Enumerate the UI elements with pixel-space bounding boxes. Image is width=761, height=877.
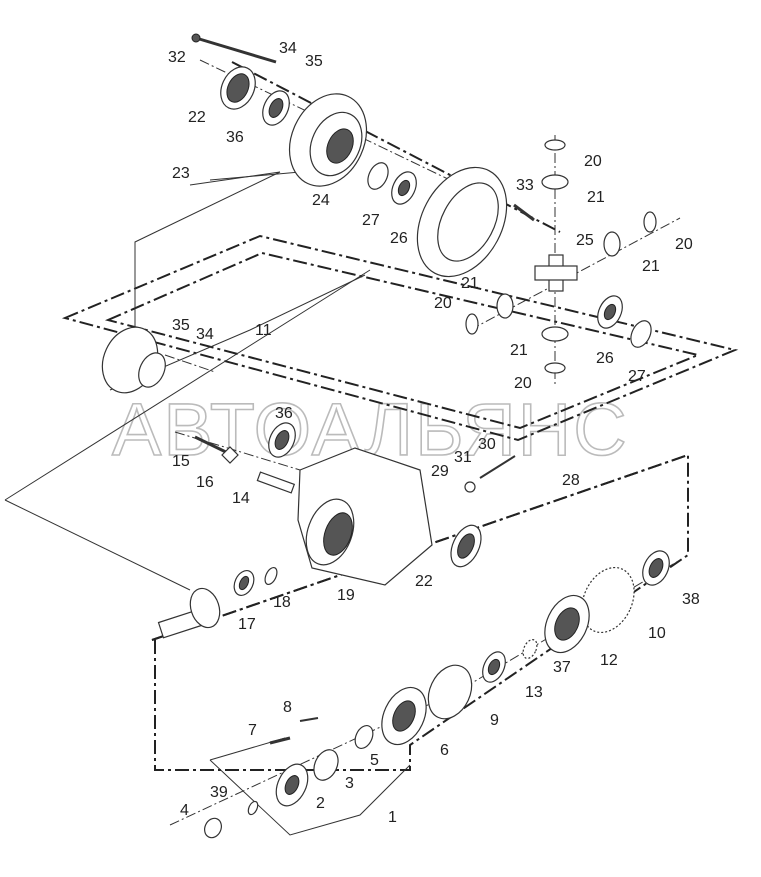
callout-27-top: 27 bbox=[362, 212, 380, 229]
part-bolt-32 bbox=[191, 33, 277, 64]
callout-37: 37 bbox=[553, 659, 571, 676]
callout-4: 4 bbox=[180, 802, 189, 819]
callout-31: 31 bbox=[454, 449, 472, 466]
part-diff-case-half-left bbox=[101, 326, 166, 394]
leader-23 bbox=[134, 171, 281, 340]
callout-29: 29 bbox=[431, 463, 449, 480]
callout-20-left: 20 bbox=[434, 295, 452, 312]
part-cage-12 bbox=[544, 594, 590, 654]
callout-34-left: 34 bbox=[196, 326, 214, 343]
callout-7: 7 bbox=[248, 722, 257, 739]
callout-36-top: 36 bbox=[226, 129, 244, 146]
callout-11: 11 bbox=[255, 322, 272, 339]
callout-22-mid: 22 bbox=[415, 573, 433, 590]
callout-13: 13 bbox=[525, 684, 543, 701]
callout-16: 16 bbox=[196, 474, 214, 491]
callout-30: 30 bbox=[478, 436, 496, 453]
callout-18: 18 bbox=[273, 594, 291, 611]
callout-12: 12 bbox=[600, 652, 618, 669]
part-thrust-washer-27-top bbox=[367, 162, 389, 190]
callout-33: 33 bbox=[516, 177, 534, 194]
callout-1: 1 bbox=[388, 809, 397, 826]
callout-25: 25 bbox=[576, 232, 594, 249]
callout-20-right: 20 bbox=[675, 236, 693, 253]
callout-17: 17 bbox=[238, 616, 256, 633]
callout-10: 10 bbox=[648, 625, 666, 642]
part-side-gear-26-top bbox=[391, 171, 417, 205]
callout-21-bottom: 21 bbox=[510, 342, 528, 359]
callout-27-right: 27 bbox=[628, 368, 646, 385]
callout-5: 5 bbox=[370, 752, 379, 769]
part-drive-pinion bbox=[157, 587, 221, 639]
part-gasket-9 bbox=[427, 664, 473, 720]
callout-9: 9 bbox=[490, 712, 499, 729]
part-ring-gear bbox=[416, 166, 508, 278]
callout-3: 3 bbox=[345, 775, 354, 792]
part-spider-25 bbox=[534, 254, 578, 292]
axis-screw-35 bbox=[164, 354, 216, 373]
part-lock-29-31 bbox=[464, 455, 516, 493]
part-washer-39 bbox=[247, 800, 259, 816]
callouts: 1 2 3 4 5 6 7 8 9 10 11 12 13 14 15 16 1… bbox=[168, 40, 700, 826]
part-bolt-33 bbox=[513, 203, 535, 222]
callout-35-top: 35 bbox=[305, 53, 323, 70]
part-bearing-36-top bbox=[262, 90, 290, 126]
callout-19: 19 bbox=[337, 587, 355, 604]
leader-23b bbox=[209, 171, 301, 181]
callout-2: 2 bbox=[316, 795, 325, 812]
part-gasket-10 bbox=[581, 566, 635, 634]
callout-32: 32 bbox=[168, 49, 186, 66]
part-bearing-cage-6 bbox=[381, 686, 427, 746]
part-flange-2 bbox=[275, 763, 309, 807]
callout-38: 38 bbox=[682, 591, 700, 608]
differential-outline-outer bbox=[61, 234, 739, 442]
callout-8: 8 bbox=[283, 699, 292, 716]
callout-14: 14 bbox=[232, 490, 250, 507]
part-adjust-nut-22-mid bbox=[450, 524, 482, 568]
carrier-outline bbox=[151, 453, 689, 771]
part-shaft-14 bbox=[256, 471, 296, 494]
callout-34-top: 34 bbox=[279, 40, 297, 57]
part-washers-20 bbox=[465, 139, 657, 374]
part-bearing-13 bbox=[482, 651, 506, 683]
part-bearing-36-mid bbox=[268, 422, 296, 458]
callout-23: 23 bbox=[172, 165, 190, 182]
callout-21-top: 21 bbox=[587, 189, 605, 206]
part-spacer-37 bbox=[522, 638, 538, 660]
callout-21-right: 21 bbox=[642, 258, 660, 275]
differential-outline-inner bbox=[104, 251, 702, 430]
callout-15: 15 bbox=[172, 453, 190, 470]
part-seal-3 bbox=[313, 749, 339, 781]
part-diff-case-half-top bbox=[288, 93, 368, 187]
callout-36-mid: 36 bbox=[275, 405, 293, 422]
callout-24: 24 bbox=[312, 192, 330, 209]
part-carrier-housing-19 bbox=[297, 447, 433, 586]
callout-26-right: 26 bbox=[596, 350, 614, 367]
part-pin-15-16 bbox=[194, 435, 239, 464]
part-seal-5 bbox=[354, 725, 374, 749]
part-ring-18 bbox=[264, 566, 278, 586]
callout-28: 28 bbox=[562, 472, 580, 489]
part-thrust-washer-27-right bbox=[630, 320, 652, 348]
callout-39: 39 bbox=[210, 784, 228, 801]
top-axis-line bbox=[231, 61, 561, 233]
leader-ring-gear bbox=[4, 269, 371, 591]
part-side-gear-26-right bbox=[597, 295, 623, 329]
part-bearing-38 bbox=[642, 550, 670, 586]
part-pinion-gears-21 bbox=[496, 174, 621, 342]
callout-20-top: 20 bbox=[584, 153, 602, 170]
callout-21-left: 21 bbox=[461, 275, 479, 292]
leader-1 bbox=[209, 759, 411, 836]
callout-20-bottom: 20 bbox=[514, 375, 532, 392]
callout-35-left: 35 bbox=[172, 317, 190, 334]
part-bearing-cup-22-top bbox=[220, 66, 256, 110]
part-bearing-17 bbox=[233, 570, 255, 596]
part-bolt-7-8 bbox=[269, 717, 319, 745]
callout-6: 6 bbox=[440, 742, 449, 759]
callout-22-top: 22 bbox=[188, 109, 206, 126]
part-nut-4 bbox=[204, 817, 222, 839]
callout-26-top: 26 bbox=[390, 230, 408, 247]
